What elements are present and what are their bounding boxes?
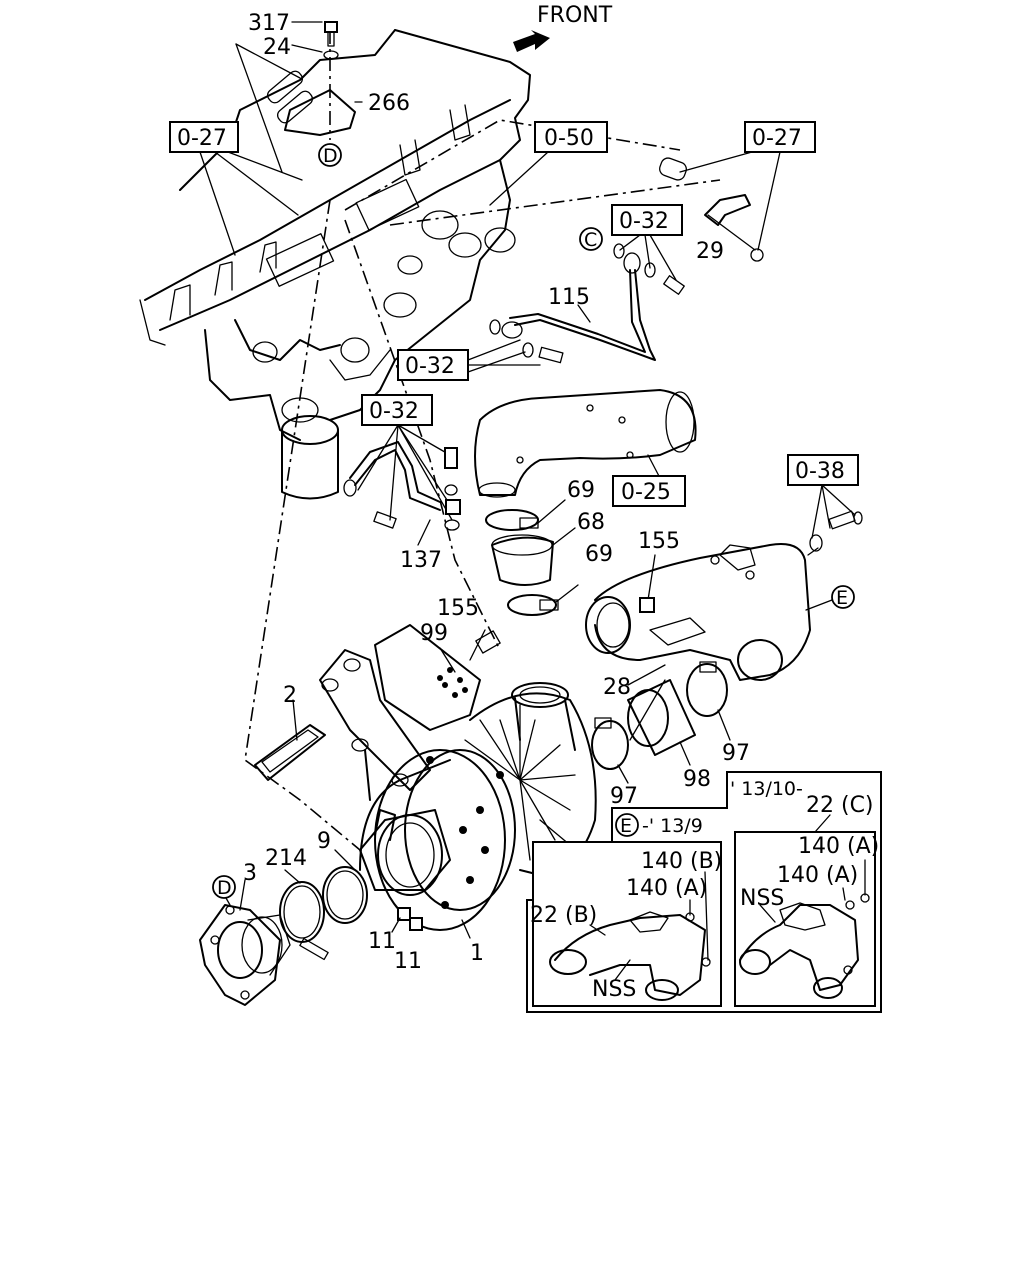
part-label-22c: 22 (C): [806, 793, 874, 818]
part-label-155-turbo: 155: [437, 596, 479, 621]
part-label-11-top: 11: [368, 929, 396, 954]
part-label-3: 3: [243, 861, 257, 886]
marker-d-top-letter: D: [323, 145, 338, 167]
clamp-214: [279, 869, 325, 943]
ref-label-0-25: 0-25: [621, 480, 671, 505]
part-label-29: 29: [696, 239, 724, 264]
marker-c-top: C: [579, 227, 603, 251]
ref-box-0-32-lower: 0-32: [357, 394, 453, 521]
part-label-140a-mid: 140 (A): [777, 863, 858, 888]
marker-e-inset-letter: E: [620, 815, 632, 837]
part-label-24: 24: [263, 35, 291, 60]
part-label-140b: 140 (B): [641, 849, 722, 874]
turbocharger-body: [319, 624, 597, 931]
part-label-28: 28: [603, 675, 631, 700]
part-label-98: 98: [683, 767, 711, 792]
part-label-137: 137: [400, 548, 442, 573]
ref-box-0-27-right: 0-27: [659, 121, 816, 262]
inset-small: E -' 13/9 140 (B) 140 (A) 22 (B) NSS: [530, 813, 722, 1007]
part-label-214: 214: [265, 846, 307, 871]
part-label-115: 115: [548, 285, 590, 310]
part-label-69-bottom: 69: [585, 542, 613, 567]
ref-box-0-25: [612, 475, 686, 507]
ref-label-0-32-middle: 0-32: [405, 354, 455, 379]
intake-elbow-0-25: [474, 389, 697, 498]
ref-label-0-32-lower: 0-32: [369, 399, 419, 424]
marker-e-right: E: [831, 585, 855, 609]
engine-block: [139, 29, 531, 500]
marker-d-flange: D: [212, 875, 236, 899]
part-label-11-bottom: 11: [394, 949, 422, 974]
nss-label-small: NSS: [592, 977, 636, 1002]
part-label-2: 2: [283, 683, 297, 708]
part-label-68: 68: [577, 510, 605, 535]
inset-small-date: -' 13/9: [642, 815, 703, 837]
part-label-1: 1: [470, 941, 484, 966]
ref-label-0-32-top: 0-32: [619, 209, 669, 234]
oil-pipe-115: [501, 269, 656, 361]
marker-c-top-letter: C: [584, 229, 597, 251]
ref-box-0-32-middle: 0-32: [397, 339, 541, 381]
marker-e-right-letter: E: [836, 587, 848, 609]
ref-label-0-50: 0-50: [544, 126, 594, 151]
part-label-22b: 22 (B): [530, 903, 597, 928]
part-label-140a-inset: 140 (A): [626, 876, 707, 901]
ref-box-0-38: [787, 454, 859, 486]
intake-pipe-right: [585, 543, 811, 681]
ref-box-0-50: 0-50: [489, 121, 608, 206]
ref-label-0-27-right: 0-27: [752, 126, 802, 151]
gasket-2: [254, 699, 326, 781]
inset-large-date: ' 13/10-: [730, 778, 803, 800]
part-label-140a-top: 140 (A): [798, 834, 879, 859]
exhaust-flange-3: [199, 879, 329, 1006]
part-label-317: 317: [248, 11, 290, 36]
marker-e-inset: E: [615, 813, 639, 837]
front-direction-indicator: FRONT: [513, 3, 613, 52]
front-arrow-icon: [513, 30, 550, 52]
ref-box-0-32-top: 0-32: [611, 204, 683, 281]
part-label-99: 99: [420, 621, 448, 646]
ref-box-0-27-left: 0-27: [169, 121, 303, 256]
part-label-155-right: 155: [638, 529, 680, 554]
part-label-97-right: 97: [722, 741, 750, 766]
part-label-266: 266: [368, 91, 410, 116]
part-label-97-bottom: 97: [610, 784, 638, 809]
ref-label-0-38: 0-38: [795, 459, 845, 484]
oil-pipe-137: [343, 441, 461, 546]
hose-coupling-set: [591, 661, 728, 770]
hose-clamp-set: [485, 499, 579, 616]
sealing-ring-9: [322, 849, 368, 924]
part-label-9: 9: [317, 829, 331, 854]
bracket-assembly-top: [235, 21, 363, 173]
front-label: FRONT: [537, 3, 613, 28]
ref-label-0-27-left: 0-27: [177, 126, 227, 151]
part-label-69-top: 69: [567, 478, 595, 503]
marker-d-flange-letter: D: [217, 877, 232, 899]
marker-d-top: D: [318, 143, 342, 167]
